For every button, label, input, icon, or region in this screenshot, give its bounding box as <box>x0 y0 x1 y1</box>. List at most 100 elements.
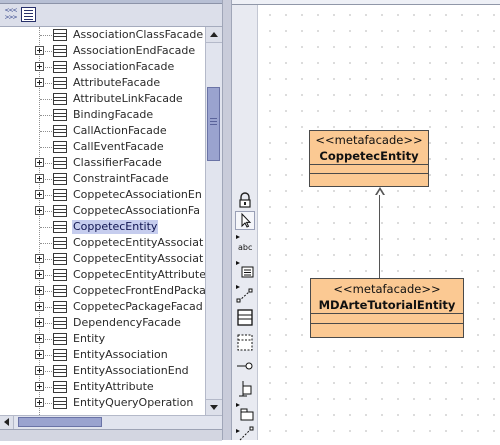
tree-branch-line <box>40 131 52 132</box>
class-node-icon <box>53 141 67 153</box>
expand-node-icon[interactable] <box>35 158 44 167</box>
explorer-bottom-panel <box>0 429 222 441</box>
expand-node-icon[interactable] <box>35 78 44 87</box>
tree-vertical-scrollbar[interactable] <box>205 27 222 415</box>
uml-class-mdarte-tutorial-entity[interactable]: <<metafacade>> MDArteTutorialEntity <box>310 278 464 338</box>
collapse-all-icon[interactable]: <<<>>> <box>4 7 17 21</box>
class-node-icon <box>53 125 67 137</box>
expand-node-icon[interactable] <box>35 382 44 391</box>
tree-branch-line <box>40 307 52 308</box>
tree-item-label: CallEventFacade <box>73 140 164 153</box>
class-node-icon <box>53 317 67 329</box>
expand-node-icon[interactable] <box>35 366 44 375</box>
list-view-icon[interactable] <box>21 7 36 22</box>
tree-item[interactable]: AssociationClassFacade <box>0 27 205 43</box>
tree-item-label: CoppetecFrontEndPacka <box>73 284 205 297</box>
tree-branch-line <box>40 35 52 36</box>
tree-item-label: AttributeLinkFacade <box>73 92 183 105</box>
tree-item-label: AttributeFacade <box>73 76 161 89</box>
link-icon[interactable] <box>235 284 255 303</box>
select-arrow-icon[interactable] <box>235 211 255 230</box>
package-icon[interactable] <box>235 402 255 421</box>
tree-item-label: CoppetecAssociationEn <box>73 188 202 201</box>
tree-item-label: ClassifierFacade <box>73 156 162 169</box>
expand-node-icon[interactable] <box>35 398 44 407</box>
tree-item[interactable]: Entity <box>0 331 205 347</box>
class-node-icon <box>53 173 67 185</box>
class-node-icon <box>53 349 67 361</box>
tree-item[interactable]: BindingFacade <box>0 107 205 123</box>
tree-item[interactable]: CoppetecPackageFacad <box>0 299 205 315</box>
uml-class-coppetec-entity[interactable]: <<metafacade>> CoppetecEntity <box>309 130 429 187</box>
tree-item[interactable]: ConstraintFacade <box>0 171 205 187</box>
generalization-line[interactable] <box>379 195 380 279</box>
interface-icon[interactable] <box>235 356 255 375</box>
lock-icon[interactable] <box>235 191 255 210</box>
tree-branch-line <box>40 211 52 212</box>
expand-node-icon[interactable] <box>35 62 44 71</box>
vertical-scroll-thumb[interactable] <box>207 87 220 161</box>
tree-horizontal-scrollbar[interactable] <box>0 415 222 429</box>
tree-item[interactable]: CoppetecEntityAssociat <box>0 235 205 251</box>
tree-item[interactable]: ClassifierFacade <box>0 155 205 171</box>
tree-item-label: EntityAssociation <box>73 348 168 361</box>
expand-node-icon[interactable] <box>35 286 44 295</box>
text-tool-icon[interactable]: abc <box>235 234 255 253</box>
tree-item-label: ConstraintFacade <box>73 172 169 185</box>
tree-item[interactable]: CoppetecFrontEndPacka <box>0 283 205 299</box>
attributes-compartment <box>311 313 463 323</box>
tree-item[interactable]: CallEventFacade <box>0 139 205 155</box>
scroll-up-arrow-icon[interactable] <box>206 27 222 43</box>
anchor-icon[interactable] <box>235 379 255 398</box>
class-icon[interactable] <box>235 308 255 327</box>
tree-branch-line <box>40 355 52 356</box>
tree-item[interactable]: CoppetecEntity <box>0 219 205 235</box>
tree-item[interactable]: AssociationFacade <box>0 59 205 75</box>
operations-compartment <box>311 323 463 333</box>
tree-item[interactable]: EntityAssociationEnd <box>0 363 205 379</box>
dashed-box-icon[interactable] <box>235 333 255 352</box>
tree-item[interactable]: CoppetecEntityAttribute <box>0 267 205 283</box>
tree-item-label: CoppetecPackageFacad <box>73 300 203 313</box>
tree-branch-line <box>40 51 52 52</box>
diagram-canvas[interactable]: <<metafacade>> CoppetecEntity <<metafaca… <box>258 5 500 440</box>
diagram-title-strip <box>232 0 500 5</box>
pane-splitter[interactable] <box>222 0 232 440</box>
expand-node-icon[interactable] <box>35 174 44 183</box>
tree-item[interactable]: CoppetecAssociationFa <box>0 203 205 219</box>
class-node-icon <box>53 333 67 345</box>
tree-item[interactable]: EntityAttribute <box>0 379 205 395</box>
scroll-down-arrow-icon[interactable] <box>206 399 222 415</box>
class-node-icon <box>53 61 67 73</box>
tree-item[interactable]: AssociationEndFacade <box>0 43 205 59</box>
expand-node-icon[interactable] <box>35 350 44 359</box>
tree-item[interactable]: DependencyFacade <box>0 315 205 331</box>
expand-node-icon[interactable] <box>35 206 44 215</box>
expand-node-icon[interactable] <box>35 318 44 327</box>
expand-node-icon[interactable] <box>35 254 44 263</box>
tree-branch-line <box>40 99 52 100</box>
tree-item[interactable]: AttributeFacade <box>0 75 205 91</box>
class-node-icon <box>53 45 67 57</box>
tree-item[interactable]: CallActionFacade <box>0 123 205 139</box>
tree-item[interactable]: EntityAssociation <box>0 347 205 363</box>
scroll-left-arrow-icon[interactable] <box>0 416 14 429</box>
class-node-icon <box>53 221 67 233</box>
expand-node-icon[interactable] <box>35 334 44 343</box>
tree-item[interactable]: CoppetecAssociationEn <box>0 187 205 203</box>
tree-item[interactable]: EntityQueryOperation <box>0 395 205 411</box>
tree-item[interactable]: AttributeLinkFacade <box>0 91 205 107</box>
tree-item[interactable]: CoppetecEntityAssociat <box>0 251 205 267</box>
class-node-icon <box>53 365 67 377</box>
tree-item-label: CoppetecEntityAssociat <box>73 252 204 265</box>
note-icon[interactable] <box>235 260 255 279</box>
expand-node-icon[interactable] <box>35 190 44 199</box>
expand-node-icon[interactable] <box>35 46 44 55</box>
expand-node-icon[interactable] <box>35 302 44 311</box>
horizontal-scroll-thumb[interactable] <box>18 417 102 427</box>
expand-node-icon[interactable] <box>35 270 44 279</box>
tree-item-label: AssociationFacade <box>73 60 175 73</box>
dependency-icon[interactable] <box>235 423 255 442</box>
class-node-icon <box>53 381 67 393</box>
